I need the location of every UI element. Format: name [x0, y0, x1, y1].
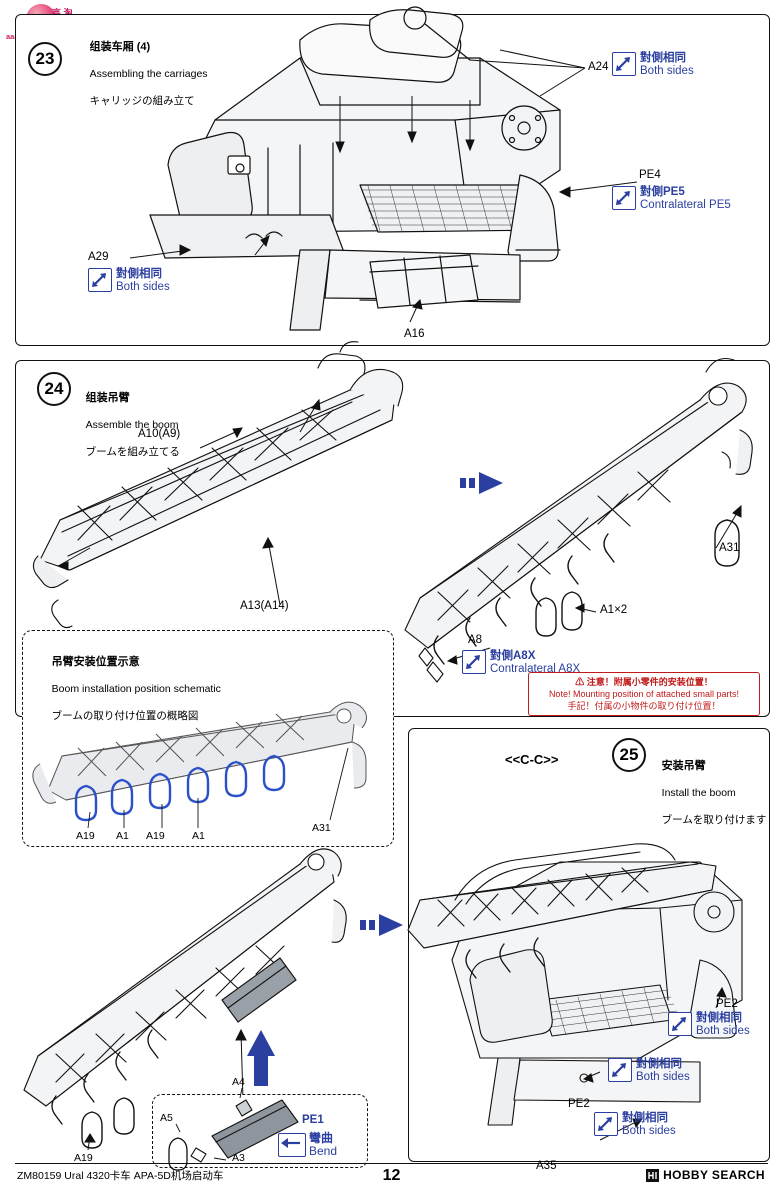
footer-brand: HOBBY SEARCH [646, 1168, 765, 1182]
schematic-title-jp: ブームの取り付け位置の概略図 [51, 709, 199, 722]
step-23-label-A29: A29 [88, 251, 109, 263]
callout-en: Both sides [640, 65, 694, 77]
step-24-title-cn: 组装吊臂 [85, 391, 130, 404]
callout-en: Contralateral PE5 [640, 199, 731, 211]
footer-product-code: ZM80159 Ural 4320卡车 APA-5D机场启动车 [17, 1170, 224, 1182]
step-24-transfer-arrow [460, 472, 503, 494]
step-23-callout-pe5: 對側PE5 Contralateral PE5 [612, 186, 731, 212]
both-sides-text: 對側相同 Both sides [116, 268, 170, 294]
bend-cn: 彎曲 [309, 1131, 334, 1145]
callout-cn: 對側相同 [640, 52, 686, 64]
callout-cn: 對側相同 [622, 1112, 668, 1124]
schematic-label-A19-2: A19 [146, 830, 165, 842]
schematic-title: 吊臂安装位置示意 Boom installation position sche… [40, 642, 221, 737]
step-23-title-en: Assembling the carriages [89, 67, 208, 80]
step-24-title-jp: ブームを組み立てる [85, 445, 180, 458]
step-23-callout-both-sides-2: 對側相同 Both sides [88, 268, 170, 294]
callout-cn: 對側相同 [696, 1012, 742, 1024]
callout-cn: 對側相同 [636, 1058, 682, 1070]
step-24-label-A1x2: A1×2 [600, 604, 628, 616]
note-line-en: Note! Mounting position of attached smal… [548, 689, 740, 699]
both-sides-icon [668, 1012, 692, 1036]
step-23-callout-both-sides-1: 對側相同 Both sides [612, 52, 694, 78]
both-sides-text: 對側相同 Both sides [636, 1058, 690, 1084]
schematic-title-cn: 吊臂安装位置示意 [51, 655, 140, 668]
step-23-label-A24: A24 [588, 61, 609, 73]
step-23-title: 组装车厢 (4) Assembling the carriages キャリッジの… [78, 27, 208, 122]
step-25-title-jp: ブームを取り付けます [661, 813, 767, 826]
step-number-23: 23 [28, 42, 62, 76]
callout-en: Both sides [696, 1025, 750, 1037]
callout-en: Both sides [116, 281, 170, 293]
step-25-callout-both-sides-3: 對側相同 Both sides [594, 1112, 676, 1138]
schematic-label-A19-1: A19 [76, 830, 95, 842]
step-25-title: 安装吊臂 Install the boom ブームを取り付けます [650, 746, 767, 841]
step-24-title-en: Assemble the boom [85, 418, 179, 431]
schematic-label-A1-1: A1 [116, 830, 129, 842]
bend-en: Bend [309, 1144, 338, 1158]
bend-arrow-icon [278, 1133, 306, 1157]
both-sides-text: 對側相同 Both sides [696, 1012, 750, 1038]
step-24-label-A31: A31 [719, 542, 740, 554]
step-24-title: 组装吊臂 Assemble the boom ブームを組み立てる [74, 378, 180, 473]
bottom-label-A4: A4 [232, 1076, 245, 1088]
bottom-detail-up-arrow [247, 1030, 275, 1086]
hobby-search-logo-icon [646, 1168, 660, 1182]
step-24-note-box: ⚠ 注意！附属小零件的安装位置！ Note! Mounting position… [528, 672, 760, 716]
bend-code-pe1: PE1 [302, 1114, 324, 1126]
bend-text: 彎曲 Bend [309, 1132, 337, 1158]
step-24-label-A10A9: A10(A9) [138, 428, 181, 440]
bend-callout: 彎曲 Bend [278, 1132, 337, 1158]
bottom-label-A19: A19 [74, 1152, 93, 1164]
contralateral-pe5-text: 對側PE5 Contralateral PE5 [640, 186, 731, 212]
step-25-title-cn: 安装吊臂 [661, 759, 706, 772]
callout-cn: 對側相同 [116, 268, 162, 280]
footer-brand-text: HOBBY SEARCH [663, 1168, 765, 1182]
step-number-24: 24 [37, 372, 71, 406]
step-24-label-A8: A8 [468, 634, 483, 646]
both-sides-text: 對側相同 Both sides [640, 52, 694, 78]
schematic-label-A1-2: A1 [192, 830, 205, 842]
both-sides-icon [594, 1112, 618, 1136]
schematic-title-en: Boom installation position schematic [51, 682, 221, 695]
schematic-label-A31: A31 [312, 822, 331, 834]
callout-cn: 對側A8X [490, 650, 536, 662]
contralateral-a8x-text: 對側A8X Contralateral A8X [490, 650, 580, 676]
callout-cn: 對側PE5 [640, 186, 685, 198]
both-sides-icon [612, 186, 636, 210]
footer-divider [15, 1163, 768, 1165]
step-number-25: 25 [612, 738, 646, 772]
step-24-callout-a8x: 對側A8X Contralateral A8X [462, 650, 580, 676]
both-sides-icon [88, 268, 112, 292]
note-line-jp: 手記！付属の小物件の取り付け位置！ [567, 701, 721, 711]
footer-page-number: 12 [382, 1167, 401, 1184]
both-sides-icon [612, 52, 636, 76]
step-23-title-cn: 组装车厢 (4) [89, 40, 151, 53]
both-sides-icon [608, 1058, 632, 1082]
both-sides-icon [462, 650, 486, 674]
step-23-label-A16: A16 [404, 328, 425, 340]
step-25-transfer-arrow [360, 914, 403, 936]
note-line-cn: ⚠ 注意！附属小零件的安装位置！ [575, 677, 713, 687]
step-25-title-en: Install the boom [661, 786, 736, 799]
bottom-label-A3: A3 [232, 1152, 245, 1164]
step-25-label-PE2-2: PE2 [568, 1098, 590, 1110]
callout-en: Both sides [636, 1071, 690, 1083]
step-23-title-jp: キャリッジの組み立て [89, 94, 195, 107]
step-24-label-A13A14: A13(A14) [240, 600, 289, 612]
callout-en: Both sides [622, 1125, 676, 1137]
bottom-label-A5: A5 [160, 1112, 173, 1124]
step-25-label-PE2-1: PE2 [716, 998, 738, 1010]
step-25-callout-both-sides-2: 對側相同 Both sides [608, 1058, 690, 1084]
section-mark-cc: <<C-C>> [505, 752, 559, 767]
both-sides-text: 對側相同 Both sides [622, 1112, 676, 1138]
step-25-callout-both-sides-1: 對側相同 Both sides [668, 1012, 750, 1038]
step-23-label-PE4: PE4 [639, 169, 661, 181]
